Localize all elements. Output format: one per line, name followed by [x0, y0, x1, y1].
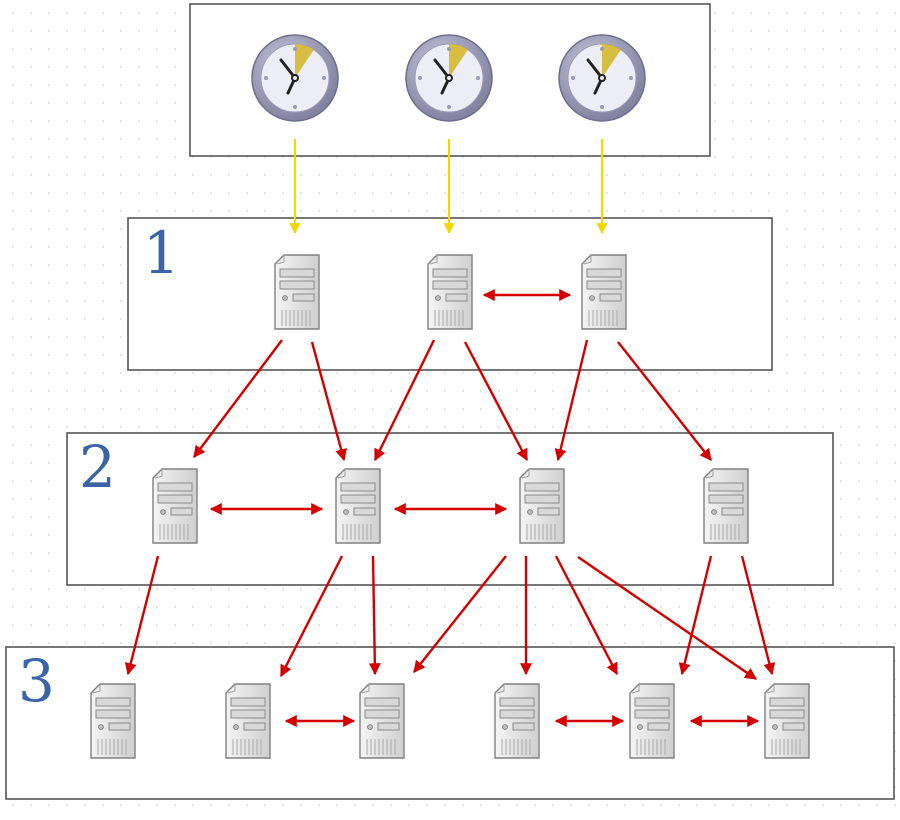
stratum-2-to-3-links: [124, 555, 776, 680]
sync-link: [577, 556, 757, 680]
sync-link: [678, 555, 713, 676]
server-icon: [629, 683, 675, 759]
sync-link: [617, 341, 712, 461]
sync-link: [554, 555, 619, 676]
peer-links: [209, 289, 760, 727]
server-icon: [359, 683, 405, 759]
server-icon: [764, 683, 810, 759]
stratum-3-tier: [5, 646, 895, 800]
clock-icon: [557, 33, 647, 123]
server-icon: [274, 254, 320, 330]
sync-link: [554, 339, 589, 462]
sync-link: [310, 341, 347, 462]
server-icon: [225, 683, 271, 759]
stratum-2-label: 2: [79, 433, 116, 501]
sync-link: [279, 555, 344, 678]
sync-link: [740, 555, 776, 676]
sync-link: [193, 339, 283, 458]
server-icon: [703, 468, 749, 544]
server-icon: [519, 468, 565, 544]
server-icon: [581, 254, 627, 330]
clock-icon: [404, 33, 494, 123]
sync-link: [373, 339, 436, 462]
stratum-1-label: 1: [143, 219, 180, 287]
sync-link: [413, 555, 507, 673]
stratum-3-label: 3: [18, 647, 55, 715]
sync-link: [124, 555, 160, 676]
server-icon: [427, 254, 473, 330]
server-icon: [335, 468, 381, 544]
reference-clocks: [250, 33, 647, 123]
stratum-1-to-2-links: [193, 339, 712, 462]
server-icon: [90, 683, 136, 759]
sync-link: [368, 555, 381, 676]
server-icon: [494, 683, 540, 759]
sync-link: [463, 341, 529, 462]
server-icon: [152, 468, 198, 544]
time-source-links: [289, 139, 608, 235]
clock-icon: [250, 33, 340, 123]
